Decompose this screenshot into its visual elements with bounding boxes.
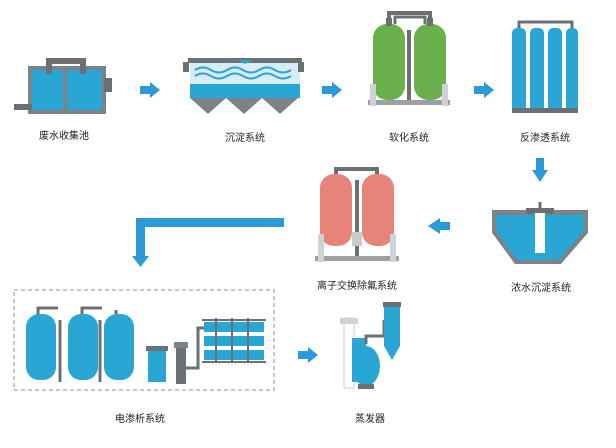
stage-label-evaporator: 蒸发器 — [355, 414, 385, 425]
flow-arrow-1 — [140, 82, 160, 98]
flow-arrow-3 — [474, 82, 494, 98]
stage-label-ion-exchange: 离子交换除氟系统 — [317, 281, 397, 292]
reverse-osmosis-columns-illustration — [512, 20, 578, 113]
flow-arrow-7 — [298, 347, 318, 363]
flow-arrow-2 — [322, 82, 342, 98]
softening-tanks-illustration — [368, 11, 450, 106]
ion-exchange-tanks-illustration — [315, 167, 399, 262]
sedimentation-tank-illustration — [183, 58, 304, 114]
wastewater-tank-illustration — [14, 58, 112, 114]
stage-label-softening: 软化系统 — [389, 133, 429, 144]
stage-label-sedimentation: 沉淀系统 — [225, 133, 265, 144]
concentrate-sedimentation-illustration — [492, 202, 588, 264]
evaporator-illustration — [340, 302, 401, 389]
stage-label-electrodialysis: 电渗析系统 — [115, 414, 165, 425]
stage-label-reverse-osmosis: 反渗透系统 — [520, 133, 570, 144]
electrodialysis-system-illustration — [13, 289, 275, 391]
flow-arrow-4-down — [532, 158, 548, 182]
stage-label-wastewater-tank: 废水收集池 — [39, 131, 89, 142]
stage-label-concentrate-sedimentation: 浓水沉淀系统 — [511, 283, 571, 294]
flow-arrow-6-elbow — [132, 218, 284, 267]
flow-arrow-5-left — [428, 218, 450, 234]
